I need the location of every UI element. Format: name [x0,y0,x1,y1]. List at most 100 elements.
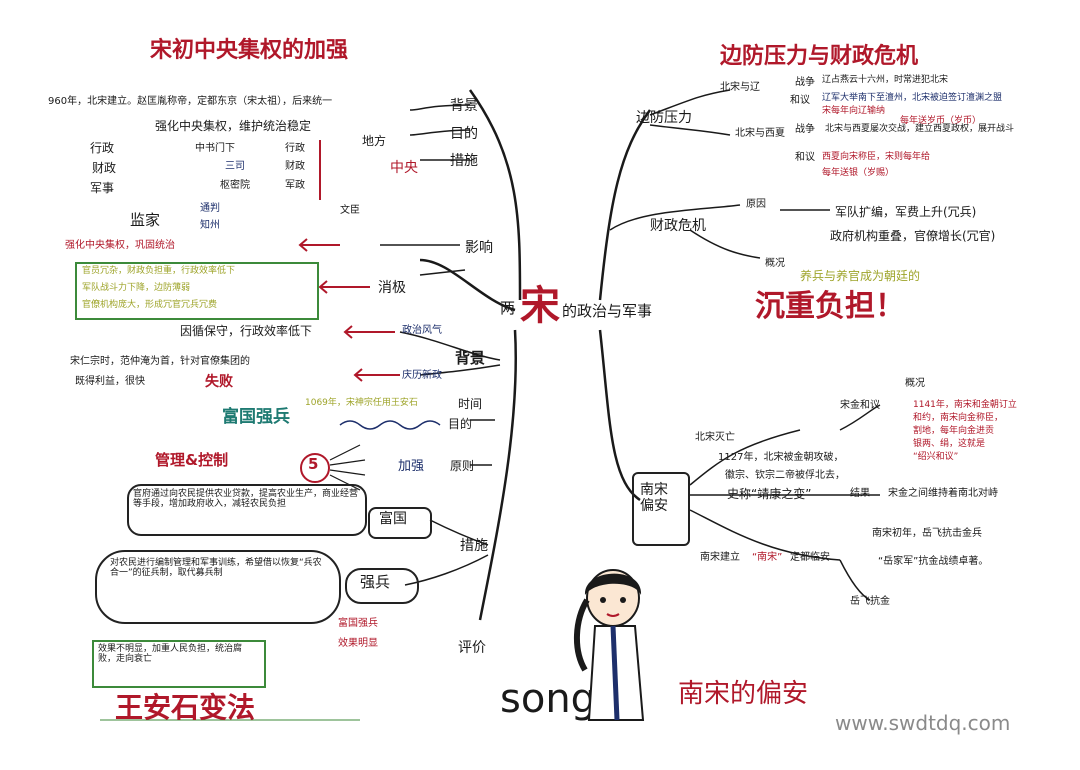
label-central: 中央 [390,160,418,176]
liao-peace-text-3: 每年送岁币（岁币） [900,116,982,126]
rb-gist-2: 和约，南宋向金称臣， [913,413,1004,423]
southern-song-box [632,472,690,546]
label-liao-war: 战争 [795,77,815,88]
rb-gist-5: “绍兴和议” [913,452,959,462]
label-result: 结果 [850,488,870,499]
sansi: 三司 [225,161,245,172]
bg-item-2b: 既得利益，很快 [75,376,145,387]
label-time: 时间 [458,397,483,411]
rich-label-box [368,507,432,539]
label-song-liao: 北宋与辽 [720,82,760,93]
negative-effect-1: 官员冗杂，财政负担重，行政效率低下 [82,266,236,276]
purpose-value: 富国强兵 [222,407,290,427]
southern-song-box-label: 南宋偏安 [640,482,668,515]
cause-1: 军队扩编，军费上升(冗兵) [835,205,977,219]
bg-item-2a: 宋仁宗时，范仲淹为首，针对官僚集团的 [70,356,250,367]
strong-box-text: 对农民进行编制管理和军事训练，希望借以恢复“兵农合一”的征兵制，取代募兵制 [110,558,322,579]
negative-effect-box [75,262,319,320]
strong-label: 强兵 [360,573,391,591]
negative-effect-3: 官僚机构庞大，形成冗官冗兵冗费 [82,300,218,310]
xia-peace-text: 西夏向宋称臣，宋则每年给 [822,152,931,162]
eval-good-1: 富国强兵 [338,618,378,629]
time-value: 1069年，宋神宗任用王安石 [305,398,418,408]
strong-label-box [345,568,419,604]
wang-anshi-title: 王安石变法 [115,691,256,724]
zhongshu: 中书门下 [195,143,235,154]
label-liao-peace: 和议 [790,95,810,106]
result-value: 宋金之间维持着南北对峙 [888,488,998,499]
label-south-founded: 南宋建立 [700,552,740,563]
wenchen: 文臣 [340,205,360,216]
center-prefix: 两 [500,299,516,317]
south-founded-value: 定都临安 [790,552,830,563]
north-fall-text-3: 史称“靖康之变” [727,487,812,501]
bg-tag-2: 庆历新政 [402,370,442,381]
manage-title: 管理&控制 [155,451,229,469]
tongpan: 通判 [200,203,220,214]
rich-label: 富国 [379,511,407,527]
label-song-xia: 北宋与西夏 [735,128,785,139]
label-north-fall: 北宋灭亡 [695,432,735,443]
label-fiscal-crisis: 财政危机 [650,218,706,234]
label-military: 军事 [90,181,115,195]
center-suffix: 的政治与军事 [562,302,653,320]
south-founded-tag: “南宋” [752,552,783,563]
branch-title-border: 边防压力与财政危机 [720,44,919,69]
background-text: 960年，北宋建立。赵匡胤称帝，定都东京（宋太祖），后来统一 [48,96,333,107]
label-rb-gist: 概况 [905,378,925,389]
xingzheng: 行政 [285,143,305,154]
rb-gist-1: 1141年，南宋和金朝订立 [913,400,1017,410]
label-yue-fei: 岳飞抗金 [850,596,890,607]
positive-effect: 强化中央集权，巩固统治 [65,240,175,251]
label-border-pressure: 边防压力 [636,110,692,126]
junzheng: 军政 [285,180,305,191]
xia-war-text: 北宋与西夏屡次交战，建立西夏政权，展开战斗 [825,124,1015,134]
label-song-jin-peace: 宋金和议 [840,400,880,411]
principle-value: 加强 [398,459,425,474]
label-reform-purpose: 目的 [448,417,473,431]
eval-bad-box [92,640,266,688]
label-cause: 原因 [746,199,766,210]
label-reform-measure: 措施 [460,538,488,554]
label-local: 地方 [362,134,387,148]
xia-peace-text-2: 每年送银（岁赐） [822,168,895,178]
scholar-figure-icon [573,569,645,721]
label-background: 背景 [450,98,478,114]
caizheng: 财政 [285,161,305,172]
zhizhou: 知州 [200,220,220,231]
label-admin: 行政 [90,141,115,155]
gist-value: 养兵与养官成为朝廷的 [800,269,921,283]
rb-gist-4: 银两、绢，这就是 [913,439,986,449]
strong-box [95,550,341,624]
eval-bad-text: 效果不明显，加重人民负担，统治腐败，走向衰亡 [98,644,243,665]
bg-item-1: 因循保守，行政效率低下 [180,324,313,338]
yue-fei-text-1: 南宋初年，岳飞抗击金兵 [872,528,982,539]
label-effect: 影响 [465,240,493,256]
label-gist: 概况 [765,258,785,269]
heavy-burden: 沉重负担！ [755,289,905,324]
watermark: www.swdtdq.com [835,711,1011,735]
rb-gist-3: 割地，每年向金进贡 [913,426,995,436]
label-jianjia: 监家 [130,211,161,229]
rich-box [127,484,367,536]
liao-war-text: 辽占燕云十六州，时常进犯北宋 [822,75,949,85]
liao-peace-text-2: 宋每年向辽输纳 [822,106,886,116]
song-word: song [500,676,597,722]
label-measure: 措施 [450,153,478,169]
rich-box-text: 官府通过向农民提供农业贷款，提高农业生产，商业经营等手段，增加政府收入，减轻农民… [133,489,359,510]
purpose-text: 强化中央集权，维护统治稳定 [155,119,312,133]
number-five-circle [300,453,330,483]
cause-2: 政府机构重叠，官僚增长(冗官) [830,229,996,243]
branch-title-centralization: 宋初中央集权的加强 [150,38,349,63]
southern-song-title: 南宋的偏安 [678,679,809,709]
label-xia-peace: 和议 [795,152,815,163]
liao-peace-text: 辽军大举南下至澶州，北宋被迫签订澶渊之盟 [822,93,1003,103]
bg-fail: 失败 [205,374,233,390]
negative-effect-label: 消极 [378,280,406,296]
bg-tag-1: 政治风气 [402,325,442,336]
label-finance: 财政 [92,161,117,175]
north-fall-text-2: 徽宗、钦宗二帝被俘北去， [725,470,845,481]
label-principle: 原则 [450,459,475,473]
